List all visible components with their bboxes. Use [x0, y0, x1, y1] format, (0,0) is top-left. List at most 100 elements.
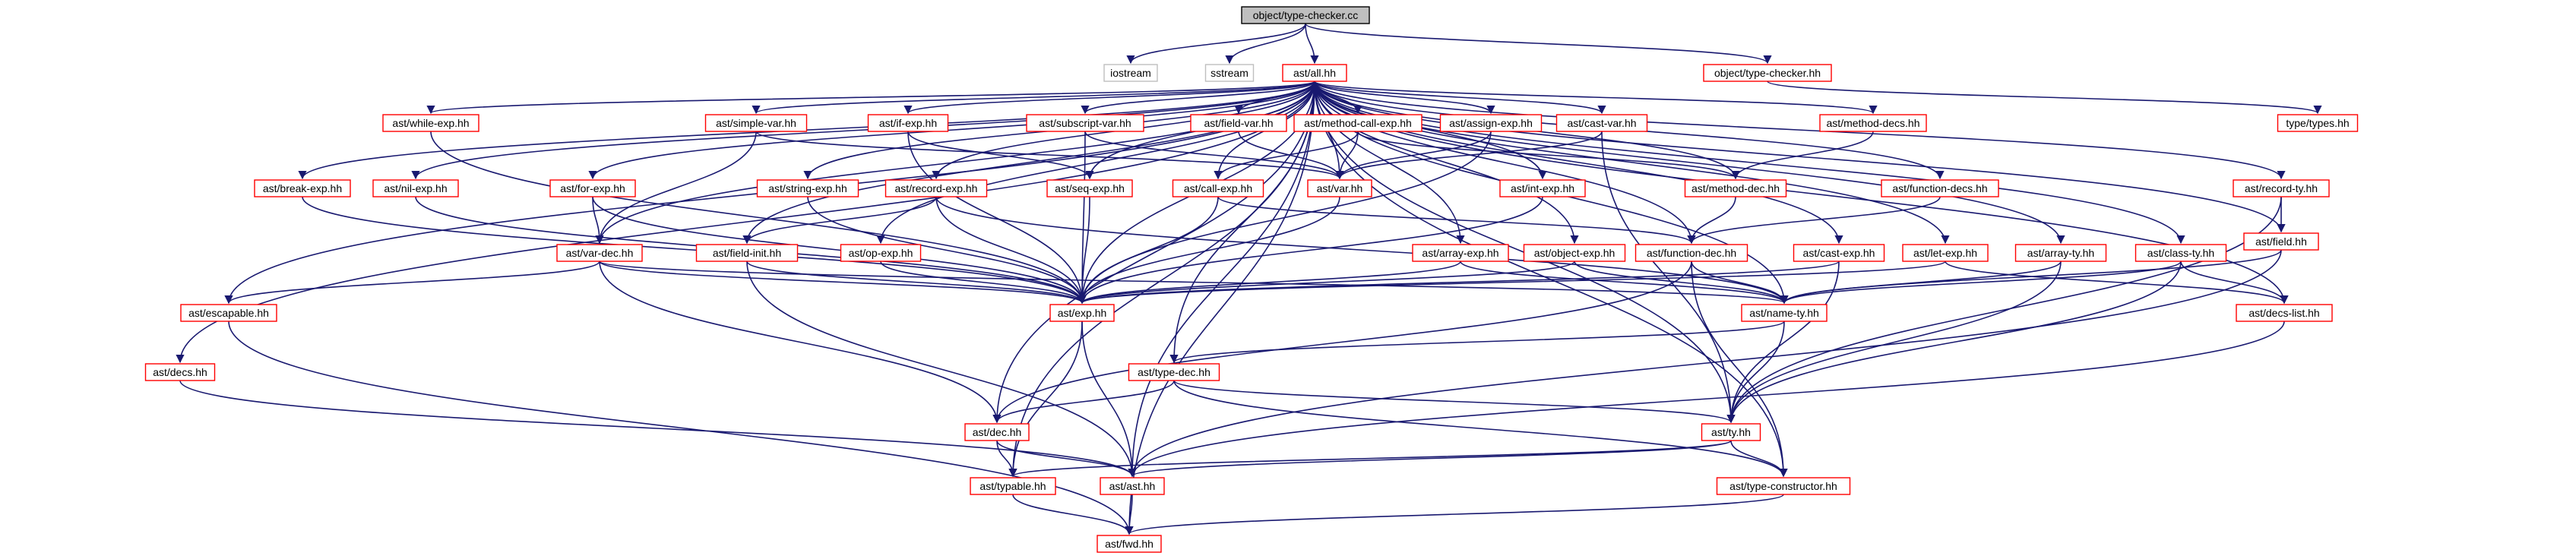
edge-all-to-ast: [1128, 81, 1315, 478]
node-box-fieldvar: [1190, 114, 1287, 132]
node-recordty[interactable]: ast/record-ty.hh: [2233, 179, 2330, 197]
node-op[interactable]: ast/op-exp.hh: [840, 244, 922, 262]
node-subscript[interactable]: ast/subscript-var.hh: [1026, 114, 1144, 132]
node-all[interactable]: ast/all.hh: [1282, 64, 1347, 82]
edge-mdecs-to-methoddec: [1731, 131, 1874, 180]
node-box-break: [254, 179, 351, 197]
node-cast[interactable]: ast/cast-exp.hh: [1793, 244, 1885, 262]
node-arrayty[interactable]: ast/array-ty.hh: [2014, 244, 2107, 262]
node-label-root: object/type-checker.cc: [1253, 9, 1359, 21]
node-object[interactable]: ast/object-exp.hh: [1523, 244, 1626, 262]
node-seq[interactable]: ast/seq-exp.hh: [1046, 179, 1133, 197]
node-fdec[interactable]: ast/function-dec.hh: [1635, 244, 1748, 262]
node-fdecs[interactable]: ast/function-decs.hh: [1881, 179, 1999, 197]
node-label-mdecs: ast/method-decs.hh: [1827, 117, 1920, 129]
edge-typedec-to-dec: [992, 380, 1175, 424]
node-label-for: ast/for-exp.hh: [560, 182, 625, 194]
edge-for-to-exp: [592, 196, 1087, 305]
node-label-fieldvar: ast/field-var.hh: [1204, 117, 1273, 129]
node-typable[interactable]: ast/typable.hh: [970, 477, 1056, 495]
node-escapable[interactable]: ast/escapable.hh: [180, 304, 277, 322]
node-for[interactable]: ast/for-exp.hh: [549, 179, 636, 197]
node-ast[interactable]: ast/ast.hh: [1100, 477, 1165, 495]
node-label-all: ast/all.hh: [1293, 67, 1336, 79]
edge-all-to-let: [1314, 81, 1950, 245]
node-vardec[interactable]: ast/var-dec.hh: [556, 244, 643, 262]
node-simplevar[interactable]: ast/simple-var.hh: [704, 114, 808, 132]
node-fieldinit[interactable]: ast/field-init.hh: [695, 244, 799, 262]
edge-all-to-array: [1314, 81, 1465, 245]
node-intexp[interactable]: ast/int-exp.hh: [1499, 179, 1586, 197]
node-label-call: ast/call-exp.hh: [1184, 182, 1252, 194]
node-box-ifexp: [867, 114, 949, 132]
node-box-for: [549, 179, 636, 197]
edge-record-to-fieldinit: [742, 196, 937, 245]
node-label-mcall: ast/method-call-exp.hh: [1304, 117, 1412, 129]
edge-all-to-cast: [1314, 81, 1843, 245]
node-decs[interactable]: ast/decs.hh: [144, 363, 216, 381]
node-typedec[interactable]: ast/type-dec.hh: [1128, 363, 1220, 381]
edge-classty-to-decslist: [2180, 261, 2289, 305]
node-label-fwd: ast/fwd.hh: [1105, 538, 1154, 550]
node-castvar[interactable]: ast/cast-var.hh: [1555, 114, 1648, 132]
edge-all-to-tcons: [1314, 81, 1788, 478]
node-array[interactable]: ast/array-exp.hh: [1412, 244, 1509, 262]
node-root[interactable]: object/type-checker.cc: [1241, 6, 1370, 24]
edge-field-to-ast: [1128, 249, 2282, 478]
node-methoddec[interactable]: ast/method-dec.hh: [1684, 179, 1787, 197]
edge-mcall-to-methoddec: [1357, 131, 1740, 180]
edge-object-to-namety: [1574, 261, 1789, 305]
edge-ty-to-tcons: [1730, 440, 1788, 478]
node-tcons[interactable]: ast/type-constructor.hh: [1716, 477, 1851, 495]
node-call[interactable]: ast/call-exp.hh: [1172, 179, 1264, 197]
node-box-escapable: [180, 304, 277, 322]
edge-record-to-namety: [935, 196, 1789, 305]
node-box-typedec: [1128, 363, 1220, 381]
node-field[interactable]: ast/field.hh: [2243, 232, 2319, 251]
node-box-arrayty: [2014, 244, 2107, 262]
node-classty[interactable]: ast/class-ty.hh: [2135, 244, 2227, 262]
node-box-otc: [1703, 64, 1832, 82]
node-while[interactable]: ast/while-exp.hh: [382, 114, 479, 132]
node-label-dec: ast/dec.hh: [973, 426, 1022, 438]
node-mcall[interactable]: ast/method-call-exp.hh: [1293, 114, 1422, 132]
node-break[interactable]: ast/break-exp.hh: [254, 179, 351, 197]
node-record[interactable]: ast/record-exp.hh: [885, 179, 988, 197]
edge-methoddec-to-fdec: [1687, 196, 1736, 245]
node-box-fdec: [1635, 244, 1748, 262]
edge-all-to-nil: [411, 81, 1315, 180]
node-box-sstream: [1204, 64, 1255, 82]
node-string[interactable]: ast/string-exp.hh: [756, 179, 859, 197]
node-exp[interactable]: ast/exp.hh: [1049, 304, 1115, 322]
edge-escapable-to-fwd: [228, 321, 1134, 535]
node-dec[interactable]: ast/dec.hh: [964, 423, 1030, 441]
node-namety[interactable]: ast/name-ty.hh: [1741, 304, 1828, 322]
node-let[interactable]: ast/let-exp.hh: [1902, 244, 1989, 262]
edge-fdec-to-tcons: [1691, 261, 1788, 478]
edge-all-to-recordty: [1314, 81, 2286, 180]
node-var[interactable]: ast/var.hh: [1307, 179, 1372, 197]
edge-classty-to-ty: [1726, 261, 2182, 424]
node-ty[interactable]: ast/ty.hh: [1701, 423, 1761, 441]
node-mdecs[interactable]: ast/method-decs.hh: [1819, 114, 1927, 132]
node-types[interactable]: type/types.hh: [2277, 114, 2359, 132]
node-label-record: ast/record-exp.hh: [895, 182, 978, 194]
node-label-otc: object/type-checker.hh: [1714, 67, 1821, 79]
node-label-tcons: ast/type-constructor.hh: [1729, 480, 1837, 492]
node-ifexp[interactable]: ast/if-exp.hh: [867, 114, 949, 132]
node-nil[interactable]: ast/nil-exp.hh: [372, 179, 459, 197]
node-box-string: [756, 179, 859, 197]
node-fieldvar[interactable]: ast/field-var.hh: [1190, 114, 1287, 132]
node-fwd[interactable]: ast/fwd.hh: [1097, 535, 1162, 553]
node-label-array: ast/array-exp.hh: [1422, 247, 1498, 259]
edge-all-to-subscript: [1081, 81, 1315, 115]
node-otc[interactable]: object/type-checker.hh: [1703, 64, 1832, 82]
node-decslist[interactable]: ast/decs-list.hh: [2236, 304, 2333, 322]
edge-all-to-classty: [1314, 81, 2185, 245]
node-box-ty: [1701, 423, 1761, 441]
node-box-vardec: [556, 244, 643, 262]
node-assign[interactable]: ast/assign-exp.hh: [1439, 114, 1543, 132]
node-label-sstream: sstream: [1210, 67, 1248, 79]
node-label-namety: ast/name-ty.hh: [1749, 307, 1819, 319]
edge-castvar-to-var: [1335, 131, 1603, 180]
